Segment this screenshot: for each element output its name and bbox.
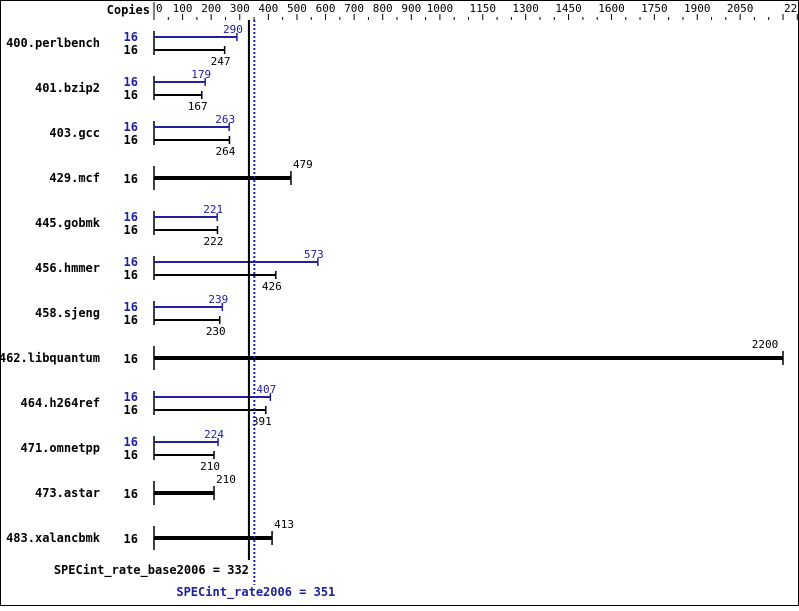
base-summary-label: SPECint_rate_base2006 = 332 <box>54 563 249 578</box>
tick-label: 700 <box>344 2 364 15</box>
benchmark-label: 403.gcc <box>49 126 100 140</box>
base-copies-label: 16 <box>124 448 138 462</box>
benchmark-label: 473.astar <box>35 486 100 500</box>
peak-data-label: 407 <box>256 383 276 396</box>
peak-copies-label: 16 <box>124 435 138 449</box>
base-copies-label: 16 <box>124 43 138 57</box>
axis-label: Copies <box>107 3 150 17</box>
copies-label: 16 <box>124 352 138 366</box>
peak-data-label: 224 <box>204 428 224 441</box>
peak-data-label: 221 <box>203 203 223 216</box>
copies-label: 16 <box>124 172 138 186</box>
peak-data-label: 179 <box>191 68 211 81</box>
peak-data-label: 573 <box>304 248 324 261</box>
base-copies-label: 16 <box>124 88 138 102</box>
base-copies-label: 16 <box>124 403 138 417</box>
tick-label: 2250 <box>784 2 799 15</box>
peak-copies-label: 16 <box>124 390 138 404</box>
base-data-label: 391 <box>252 415 272 428</box>
copies-label: 16 <box>124 532 138 546</box>
tick-label: 800 <box>373 2 393 15</box>
base-data-label: 167 <box>188 100 208 113</box>
tick-label: 1600 <box>598 2 625 15</box>
benchmark-label: 400.perlbench <box>6 36 100 50</box>
base-copies-label: 16 <box>124 268 138 282</box>
base-data-label: 230 <box>206 325 226 338</box>
tick-label: 200 <box>201 2 221 15</box>
base-data-label: 264 <box>216 145 236 158</box>
tick-label: 1000 <box>427 2 454 15</box>
base-data-label: 247 <box>211 55 231 68</box>
base-data-label: 426 <box>262 280 282 293</box>
peak-data-label: 290 <box>223 23 243 36</box>
benchmark-label: 445.gobmk <box>35 216 101 230</box>
benchmark-label: 401.bzip2 <box>35 81 100 95</box>
tick-label: 900 <box>401 2 421 15</box>
data-label: 2200 <box>752 338 779 351</box>
tick-label: 1150 <box>470 2 497 15</box>
peak-data-label: 239 <box>208 293 228 306</box>
tick-label: 600 <box>316 2 336 15</box>
peak-copies-label: 16 <box>124 30 138 44</box>
tick-label: 500 <box>287 2 307 15</box>
data-label: 479 <box>293 158 313 171</box>
peak-copies-label: 16 <box>124 255 138 269</box>
benchmark-label: 483.xalancbmk <box>6 531 101 545</box>
copies-label: 16 <box>124 487 138 501</box>
peak-copies-label: 16 <box>124 75 138 89</box>
base-data-label: 222 <box>204 235 224 248</box>
tick-label: 1750 <box>641 2 668 15</box>
base-copies-label: 16 <box>124 313 138 327</box>
tick-label: 100 <box>173 2 193 15</box>
tick-label: 300 <box>230 2 250 15</box>
benchmark-label: 456.hmmer <box>35 261 100 275</box>
tick-label: 1450 <box>555 2 582 15</box>
base-copies-label: 16 <box>124 133 138 147</box>
data-label: 210 <box>216 473 236 486</box>
base-data-label: 210 <box>200 460 220 473</box>
benchmark-label: 471.omnetpp <box>21 441 100 455</box>
base-copies-label: 16 <box>124 223 138 237</box>
peak-copies-label: 16 <box>124 210 138 224</box>
tick-label: 2050 <box>727 2 754 15</box>
data-label: 413 <box>274 518 294 531</box>
peak-copies-label: 16 <box>124 120 138 134</box>
peak-summary-label: SPECint_rate2006 = 351 <box>176 585 335 600</box>
benchmark-label: 429.mcf <box>49 171 100 185</box>
tick-label: 400 <box>258 2 278 15</box>
tick-label: 1300 <box>512 2 539 15</box>
benchmark-label: 458.sjeng <box>35 306 100 320</box>
peak-data-label: 263 <box>215 113 235 126</box>
tick-label: 0 <box>156 2 163 15</box>
benchmark-label: 462.libquantum <box>0 351 100 365</box>
tick-label: 1900 <box>684 2 711 15</box>
peak-copies-label: 16 <box>124 300 138 314</box>
benchmark-label: 464.h264ref <box>21 396 100 410</box>
